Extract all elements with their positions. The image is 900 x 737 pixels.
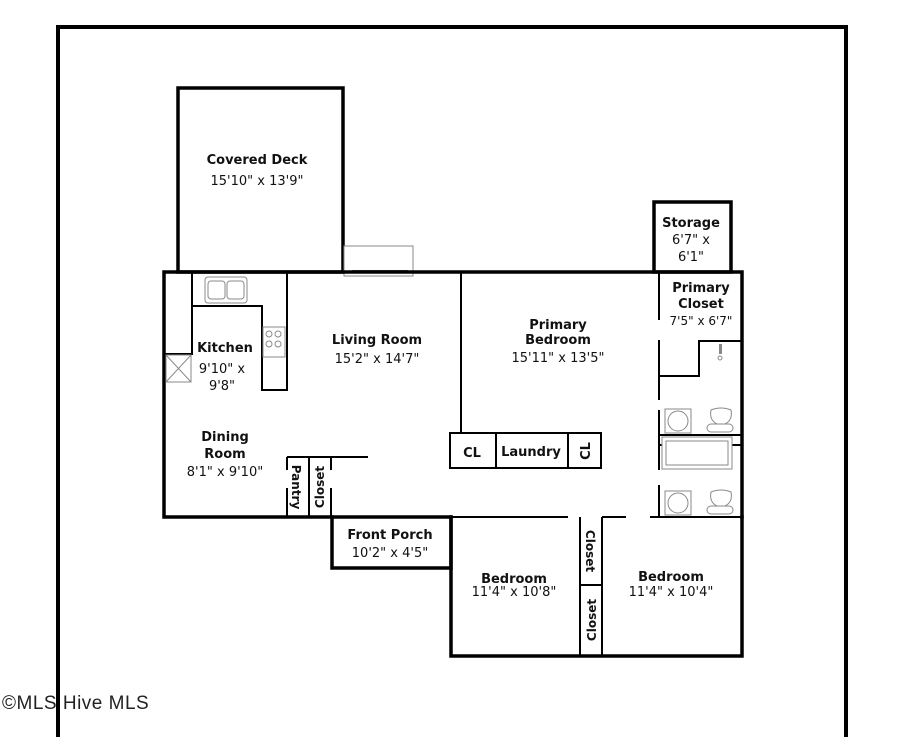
dining-room-label-2: Room [204,447,245,462]
bedroom-wing-outline [449,515,744,658]
covered-deck-label: Covered Deck [207,153,308,168]
toilet-tank [706,423,734,433]
shower-valve [719,344,722,354]
bedroom-closet-walls [451,516,626,656]
frame-border [56,25,848,737]
bedroom-1-label: Bedroom [481,572,547,587]
sink-basin-right [226,280,245,300]
burner [265,330,273,338]
covered-deck-dim: 15'10" x 13'9" [211,174,304,189]
front-porch-label: Front Porch [347,528,432,543]
refrigerator-x [165,354,192,383]
bedroom-2-dim: 11'4" x 10'4" [629,585,714,600]
primary-closet-label-1: Primary [672,281,730,296]
dining-room-label-1: Dining [201,430,249,445]
toilet-icon [710,489,732,507]
bedroom-1-dim: 11'4" x 10'8" [472,585,557,600]
living-room-label: Living Room [332,333,422,348]
pantry-label: Pantry [289,465,303,510]
pantry-walls [286,456,368,517]
front-porch-outline [330,515,453,570]
sink-bowl [667,492,689,514]
living-room-dim: 15'2" x 14'7" [335,352,420,367]
bedroom-closet-upper-label: Closet [583,530,597,572]
bathroom-walls [650,376,742,518]
laundry-label: Laundry [501,445,561,460]
burner [265,340,273,348]
laundry-cl-left-label: CL [463,446,481,461]
primary-closet-walls [658,272,742,377]
storage-label: Storage [662,216,720,231]
sink-basin-left [207,280,226,300]
laundry-block [449,432,602,469]
primary-closet-label-2: Closet [678,297,724,312]
toilet-icon [710,407,732,425]
burner [274,330,282,338]
primary-bedroom-label-2: Bedroom [525,333,591,348]
sink-bowl [667,410,689,432]
kitchen-label: Kitchen [197,341,253,356]
bathtub-basin [665,440,729,466]
primary-bedroom-label-1: Primary [529,318,587,333]
kitchen-counter [191,272,288,391]
mls-watermark: ©MLS Hive MLS [2,693,150,714]
kitchen-counter-left [164,306,193,355]
bedroom-2-label: Bedroom [638,570,704,585]
main-house-outline [162,270,744,519]
kitchen-dim-2: 9'8" [209,379,235,394]
pantry-closet-label: Closet [313,466,327,508]
burner [274,340,282,348]
front-porch-dim: 10'2" x 4'5" [352,546,428,561]
storage-dim-2: 6'1" [678,250,704,265]
drain [717,355,723,361]
dining-room-dim: 8'1" x 9'10" [187,465,263,480]
storage-dim-1: 6'7" x [672,233,710,248]
bedroom-closet-lower-label: Closet [585,599,599,641]
primary-bedroom-dim: 15'11" x 13'5" [512,351,605,366]
kitchen-dim-1: 9'10" x [199,362,245,377]
laundry-cl-right-label: CL [579,442,594,460]
toilet-tank [706,505,734,515]
primary-closet-dim: 7'5" x 6'7" [670,314,733,328]
